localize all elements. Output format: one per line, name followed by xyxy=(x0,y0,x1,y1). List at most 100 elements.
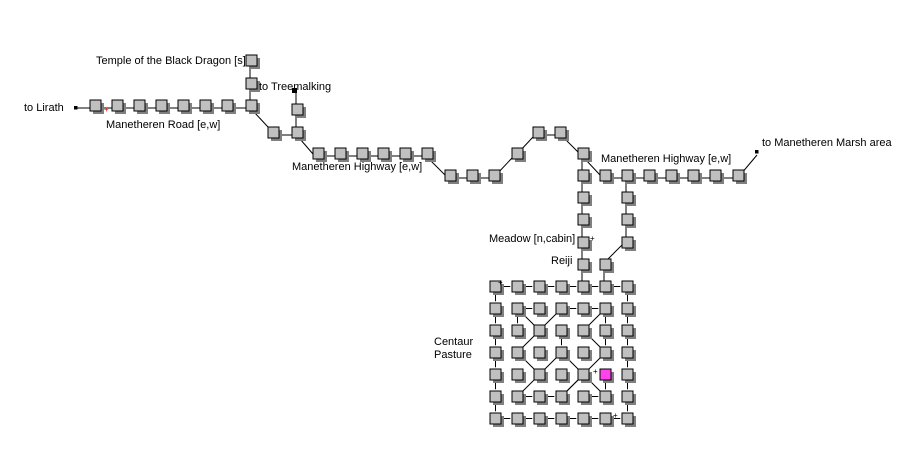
pasture-room-c6-r4-box[interactable] xyxy=(621,368,634,381)
room-highway-east-1[interactable] xyxy=(599,169,614,184)
pasture-room-c6-r0-box[interactable] xyxy=(621,280,634,293)
pasture-room-c2-r2[interactable] xyxy=(533,324,548,339)
pasture-room-c4-r3-box[interactable] xyxy=(577,346,590,359)
pasture-room-c0-r1-box[interactable] xyxy=(489,302,502,315)
room-treemalking-link-1[interactable] xyxy=(267,126,282,141)
room-manetheren-road-4-box[interactable] xyxy=(155,99,168,112)
room-highway-east-7-box[interactable] xyxy=(732,169,745,182)
pasture-room-c1-r3-box[interactable] xyxy=(511,346,524,359)
pasture-room-c3-r1[interactable] xyxy=(555,302,570,317)
room-highway-west-13-box[interactable] xyxy=(577,147,590,160)
room-manetheren-road-3[interactable] xyxy=(133,99,148,114)
room-manetheren-road-2[interactable] xyxy=(111,99,126,114)
pasture-room-c5-r2[interactable] xyxy=(599,324,614,339)
room-highway-east-2-box[interactable] xyxy=(621,169,634,182)
pasture-room-c2-r0-box[interactable] xyxy=(533,280,546,293)
room-temple-of-the-black-dragon[interactable] xyxy=(245,54,260,69)
room-highway-west-4-box[interactable] xyxy=(377,147,390,160)
pasture-room-c5-r5-box[interactable] xyxy=(599,390,612,403)
pasture-room-c6-r4[interactable] xyxy=(621,368,636,383)
pasture-room-c6-r1-box[interactable] xyxy=(621,302,634,315)
room-left-chain-1-box[interactable] xyxy=(577,169,590,182)
room-manetheren-road-7-box[interactable] xyxy=(221,99,234,112)
room-reiji-room-box[interactable] xyxy=(577,258,590,271)
room-highway-west-10[interactable] xyxy=(511,147,526,162)
pasture-room-c1-r1[interactable] xyxy=(511,302,526,317)
pasture-room-c6-r2[interactable] xyxy=(621,324,636,339)
pasture-room-c3-r3-box[interactable] xyxy=(555,346,568,359)
pasture-room-c3-r5[interactable] xyxy=(555,390,570,405)
pasture-room-c3-r4-box[interactable] xyxy=(555,368,568,381)
pasture-room-c6-r6-box[interactable] xyxy=(621,412,634,425)
room-manetheren-road-1[interactable] xyxy=(89,99,104,114)
room-highway-east-5[interactable] xyxy=(687,169,702,184)
room-highway-east-3-box[interactable] xyxy=(643,169,656,182)
pasture-room-c4-r5-box[interactable] xyxy=(577,390,590,403)
room-highway-west-1[interactable] xyxy=(312,147,327,162)
room-highway-east-5-box[interactable] xyxy=(687,169,700,182)
pasture-room-c0-r6[interactable] xyxy=(489,412,504,427)
room-highway-west-8-box[interactable] xyxy=(466,169,479,182)
room-highway-west-6[interactable] xyxy=(421,147,436,162)
room-left-chain-1[interactable] xyxy=(577,169,592,184)
pasture-room-c3-r6[interactable] xyxy=(555,412,570,427)
room-highway-west-8[interactable] xyxy=(466,169,481,184)
pasture-room-c0-r5[interactable] xyxy=(489,390,504,405)
pasture-room-c0-r4[interactable] xyxy=(489,368,504,383)
room-right-chain-4[interactable] xyxy=(599,258,614,273)
pasture-room-c1-r2-box[interactable] xyxy=(511,324,524,337)
room-manetheren-road-7[interactable] xyxy=(221,99,236,114)
room-manetheren-road-6-box[interactable] xyxy=(199,99,212,112)
room-layer[interactable] xyxy=(89,54,747,427)
pasture-room-c2-r6[interactable] xyxy=(533,412,548,427)
pasture-room-c2-r0[interactable] xyxy=(533,280,548,295)
room-to-treemalking-room[interactable] xyxy=(291,103,306,118)
pasture-room-c1-r4-box[interactable] xyxy=(511,368,524,381)
pasture-room-c2-r4-box[interactable] xyxy=(533,368,546,381)
room-manetheren-road-5-box[interactable] xyxy=(177,99,190,112)
pasture-room-c0-r2-box[interactable] xyxy=(489,324,502,337)
room-highway-west-2[interactable] xyxy=(334,147,349,162)
room-highway-east-7[interactable] xyxy=(732,169,747,184)
pasture-room-c6-r5[interactable] xyxy=(621,390,636,405)
room-highway-west-7-box[interactable] xyxy=(444,169,457,182)
room-highway-east-2[interactable] xyxy=(621,169,636,184)
pasture-room-c4-r5[interactable] xyxy=(577,390,592,405)
pasture-room-c0-r2[interactable] xyxy=(489,324,504,339)
room-highway-west-6-box[interactable] xyxy=(421,147,434,160)
pasture-room-c5-r4-box[interactable] xyxy=(599,368,612,381)
pasture-room-c6-r1[interactable] xyxy=(621,302,636,317)
pasture-room-c2-r6-box[interactable] xyxy=(533,412,546,425)
room-manetheren-road-3-box[interactable] xyxy=(133,99,146,112)
pasture-room-c1-r0[interactable] xyxy=(511,280,526,295)
pasture-room-c5-r1-box[interactable] xyxy=(599,302,612,315)
pasture-room-c4-r2-box[interactable] xyxy=(577,324,590,337)
room-right-chain-2-box[interactable] xyxy=(621,213,634,226)
pasture-room-c3-r4[interactable] xyxy=(555,368,570,383)
pasture-room-c1-r1-box[interactable] xyxy=(511,302,524,315)
pasture-room-c1-r6[interactable] xyxy=(511,412,526,427)
room-highway-west-11[interactable] xyxy=(532,126,547,141)
pasture-room-c2-r2-box[interactable] xyxy=(533,324,546,337)
pasture-room-c3-r5-box[interactable] xyxy=(555,390,568,403)
pasture-room-c5-r6-box[interactable] xyxy=(599,412,612,425)
room-highway-west-5-box[interactable] xyxy=(399,147,412,160)
pasture-room-c3-r0-box[interactable] xyxy=(555,280,568,293)
room-road-junction[interactable] xyxy=(245,99,260,114)
room-manetheren-road-4[interactable] xyxy=(155,99,170,114)
room-to-treemalking-room-box[interactable] xyxy=(291,103,304,116)
pasture-room-c6-r5-box[interactable] xyxy=(621,390,634,403)
pasture-room-c0-r3-box[interactable] xyxy=(489,346,502,359)
room-highway-west-2-box[interactable] xyxy=(334,147,347,160)
room-treemalking-link-2-box[interactable] xyxy=(291,126,304,139)
room-highway-west-5[interactable] xyxy=(399,147,414,162)
pasture-room-c3-r2-box[interactable] xyxy=(555,324,568,337)
room-right-chain-1[interactable] xyxy=(621,191,636,206)
pasture-room-c5-r0-box[interactable] xyxy=(599,280,612,293)
pasture-room-c4-r4-box[interactable] xyxy=(577,368,590,381)
room-manetheren-road-6[interactable] xyxy=(199,99,214,114)
room-highway-west-13[interactable] xyxy=(577,147,592,162)
room-left-chain-2-box[interactable] xyxy=(577,191,590,204)
room-highway-east-4-box[interactable] xyxy=(665,169,678,182)
pasture-room-c3-r1-box[interactable] xyxy=(555,302,568,315)
